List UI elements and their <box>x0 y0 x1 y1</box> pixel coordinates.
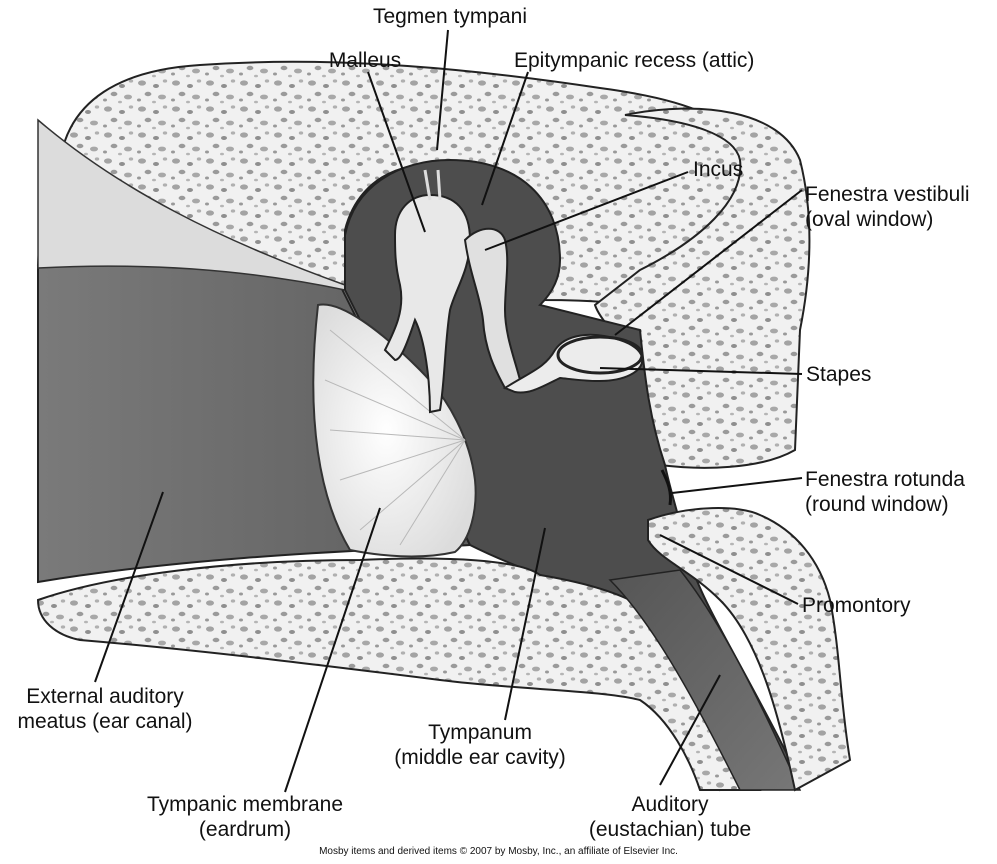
label-external-line1: External auditory <box>26 685 184 708</box>
label-tegmen-text: Tegmen tympani <box>372 5 528 28</box>
malleus-bone <box>383 193 472 414</box>
label-tympanum: Tympanum (middle ear cavity) <box>365 720 595 770</box>
label-round-line2: (round window) <box>805 493 949 516</box>
label-membrane-line2: (eardrum) <box>198 818 292 841</box>
tympanic-membrane <box>312 303 477 558</box>
label-epitympanic-text: Epitympanic recess (attic) <box>514 49 755 72</box>
label-external-line2: meatus (ear canal) <box>17 710 193 733</box>
label-auditory-line2: (eustachian) tube <box>588 818 752 841</box>
label-oval-line2: (oval window) <box>805 208 934 231</box>
label-tegmen-tympani: Tegmen tympani <box>340 4 560 29</box>
label-round-window: Fenestra rotunda (round window) <box>805 467 965 517</box>
leader-lines <box>94 29 803 793</box>
label-malleus: Malleus <box>295 48 435 73</box>
label-incus: Incus <box>693 157 743 182</box>
label-stapes-text: Stapes <box>806 363 872 386</box>
label-auditory-line1: Auditory <box>631 793 709 816</box>
tegmen-ligament <box>423 169 442 201</box>
membrane-fibers <box>324 329 466 546</box>
label-tympanic-membrane: Tympanic membrane (eardrum) <box>115 792 375 842</box>
label-malleus-text: Malleus <box>328 49 402 72</box>
label-stapes: Stapes <box>806 362 871 387</box>
label-tympanum-line1: Tympanum <box>428 721 532 744</box>
copyright-credit: Mosby items and derived items © 2007 by … <box>319 846 678 857</box>
label-external-auditory-meatus: External auditory meatus (ear canal) <box>0 684 210 734</box>
label-epitympanic-recess: Epitympanic recess (attic) <box>514 48 754 73</box>
promontory-bone <box>647 507 852 792</box>
label-oval-window: Fenestra vestibuli (oval window) <box>805 182 970 232</box>
label-incus-text: Incus <box>693 158 744 181</box>
label-promontory-text: Promontory <box>802 594 911 617</box>
label-auditory-tube: Auditory (eustachian) tube <box>565 792 775 842</box>
round-window <box>660 469 672 506</box>
label-oval-line1: Fenestra vestibuli <box>805 183 970 206</box>
incus-bone <box>463 227 522 390</box>
label-membrane-line1: Tympanic membrane <box>146 793 344 816</box>
oval-window <box>556 335 644 375</box>
label-tympanum-line2: (middle ear cavity) <box>394 746 566 769</box>
label-promontory: Promontory <box>802 593 911 618</box>
label-round-line1: Fenestra rotunda <box>805 468 965 491</box>
auditory-tube <box>608 569 802 791</box>
